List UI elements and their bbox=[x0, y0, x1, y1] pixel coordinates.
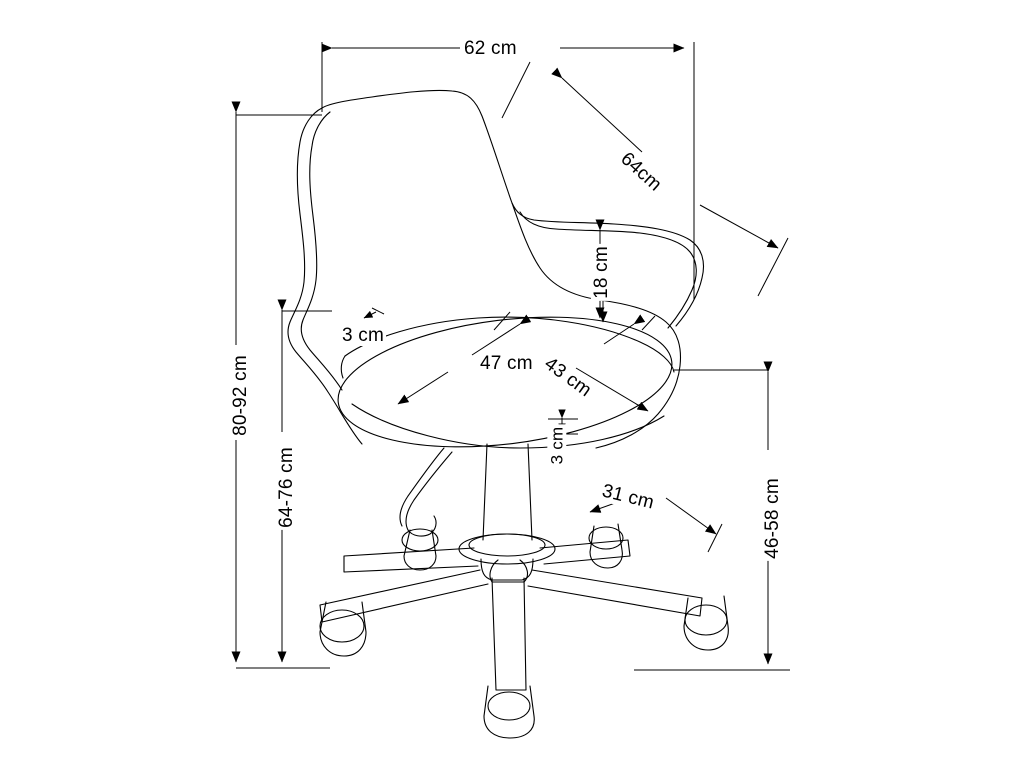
seat-underside bbox=[351, 403, 665, 449]
armrest-outline bbox=[511, 202, 705, 329]
dimension-label-armrest-height: 18 cm bbox=[590, 244, 612, 301]
caster-front-left bbox=[319, 601, 367, 657]
chair-shell-outline bbox=[287, 89, 682, 449]
dimension-label-overall-width: 62 cm bbox=[462, 38, 519, 59]
gas-cylinder bbox=[458, 443, 556, 581]
caster-front-right bbox=[683, 595, 729, 651]
chair-shell-inner-line bbox=[300, 111, 343, 391]
caster-back-right bbox=[588, 523, 624, 569]
dimension-overall-depth bbox=[501, 61, 789, 297]
base-star-arms bbox=[319, 539, 703, 691]
height-adjust-lever bbox=[399, 447, 453, 537]
dimension-seat-depth bbox=[575, 300, 656, 412]
dimension-shell-thickness bbox=[363, 307, 385, 319]
seat-outline bbox=[337, 316, 675, 448]
dimension-label-shell-thickness: 3 cm bbox=[340, 325, 386, 346]
dimension-label-total-height: 80-92 cm bbox=[229, 353, 251, 438]
dimension-seat-width bbox=[397, 311, 532, 405]
dimension-label-seat-thickness: 3 cm bbox=[547, 424, 567, 467]
dimension-label-seat-width: 47 cm bbox=[478, 353, 535, 374]
dimension-backrest-height bbox=[236, 299, 332, 669]
caster-front-center bbox=[483, 685, 535, 739]
dimension-label-backrest-height: 64-76 cm bbox=[275, 445, 297, 530]
dimension-label-seat-height: 46-58 cm bbox=[761, 476, 783, 561]
dimension-overall-width bbox=[321, 42, 695, 300]
caster-back-left bbox=[401, 528, 439, 571]
dimension-seat-height bbox=[634, 361, 790, 671]
